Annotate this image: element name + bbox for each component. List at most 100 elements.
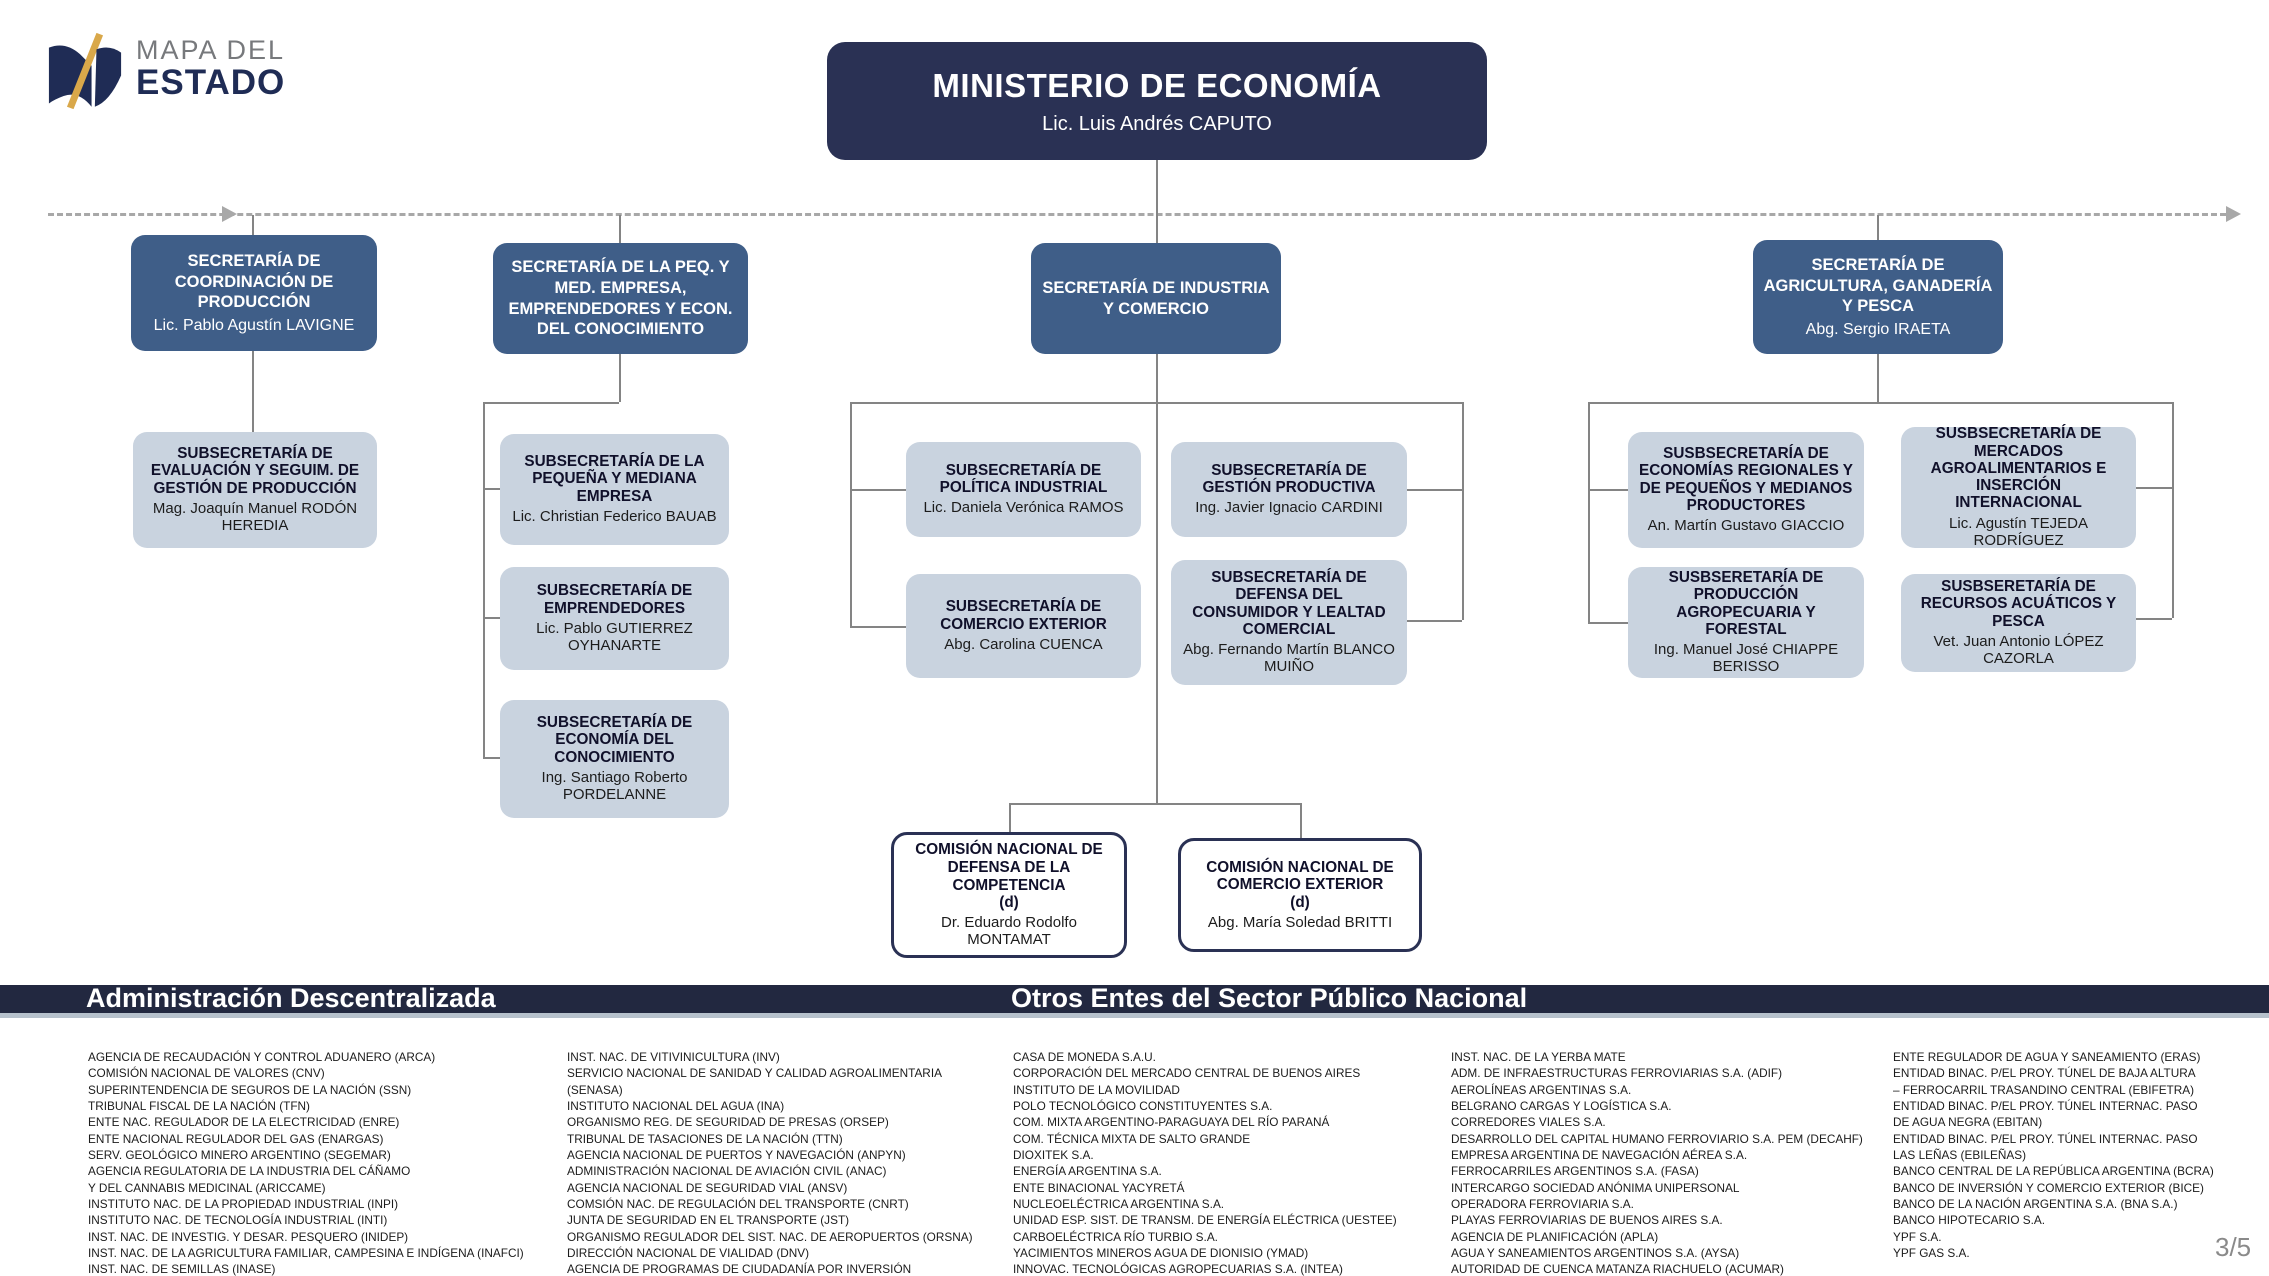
list-item: DE AGUA NEGRA (EBITAN) (1893, 1115, 2043, 1130)
org-box-secretaria-agricultura: SECRETARÍA DE AGRICULTURA, GANADERÍA Y P… (1753, 240, 2003, 354)
org-box-subsecretaria: SUSBSECRETARÍA DE MERCADOS AGROALIMENTAR… (1901, 425, 2136, 549)
entity-list-column: ENTE REGULADOR DE AGUA Y SANEAMIENTO (ER… (1893, 1049, 2253, 1261)
org-box-subsecretaria: SUBSECRETARÍA DE GESTIÓN PRODUCTIVA Ing.… (1171, 442, 1407, 537)
org-box-holder: Vet. Juan Antonio LÓPEZ CAZORLA (1933, 632, 2104, 667)
connector-line (2136, 618, 2172, 620)
org-box-title: SECRETARÍA DE LA PEQ. Y MED. EMPRESA, EM… (508, 258, 733, 339)
arrow-right-icon (222, 206, 237, 222)
list-item: BANCO HIPOTECARIO S.A. (1893, 1213, 2046, 1228)
list-item: INSTITUTO NACIONAL DEL AGUA (INA) (567, 1099, 785, 1114)
org-box-holder: Ing. Santiago Roberto PORDELANNE (541, 768, 688, 803)
list-item: COM. TÉCNICA MIXTA DE SALTO GRANDE (1013, 1131, 1251, 1146)
connector-line (483, 402, 619, 404)
org-box-title: SUBSECRETARÍA DE COMERCIO EXTERIOR (940, 598, 1107, 633)
connector-line (1877, 354, 1879, 402)
org-box-holder: Lic. Christian Federico BAUAB (512, 507, 717, 525)
list-item: BANCO CENTRAL DE LA REPÚBLICA ARGENTINA … (1893, 1164, 2214, 1179)
connector-line (252, 215, 254, 235)
list-item: DESARROLLO DEL CAPITAL HUMANO FERROVIARI… (1451, 1131, 1863, 1146)
list-item: YPF GAS S.A. (1893, 1246, 1970, 1261)
connector-line (483, 757, 500, 759)
list-item: COM. MIXTA ARGENTINO-PARAGUAYA DEL RÍO P… (1013, 1115, 1330, 1130)
list-item: ORGANISMO REG. DE SEGURIDAD DE PRESAS (O… (567, 1115, 889, 1130)
list-item: ENTE REGULADOR DE AGUA Y SANEAMIENTO (ER… (1893, 1050, 2201, 1064)
list-item: INSTITUTO NAC. DE LA PROPIEDAD INDUSTRIA… (88, 1197, 399, 1212)
section-band (0, 985, 2269, 1013)
arrow-right-icon (2226, 206, 2241, 222)
org-box-title: SUSBSERETARÍA DE RECURSOS ACUÁTICOS Y PE… (1920, 578, 2117, 630)
list-item: COMISIÓN NACIONAL DE VALORES (CNV) (88, 1066, 325, 1081)
org-box-annotation: (d) (1290, 894, 1310, 912)
list-item: ENTE BINACIONAL YACYRETÁ (1013, 1180, 1185, 1195)
list-item: ORGANISMO REGULADOR DEL SIST. NAC. DE AE… (567, 1229, 973, 1244)
connector-line (850, 402, 852, 626)
list-item: POLO TECNOLÓGICO CONSTITUYENTES S.A. (1013, 1099, 1273, 1114)
list-item: YPF S.A. (1893, 1229, 1942, 1244)
connector-line (1009, 803, 1300, 805)
connector-line (850, 626, 906, 628)
list-item: – FERROCARRIL TRASANDINO CENTRAL (EBIFET… (1893, 1082, 2195, 1097)
list-item: CORREDORES VIALES S.A. (1451, 1115, 1606, 1130)
connector-line (2136, 487, 2172, 489)
org-box-holder: Abg. Carolina CUENCA (944, 635, 1103, 653)
org-box-holder: Dr. Eduardo Rodolfo MONTAMAT (941, 914, 1077, 949)
org-box-secretaria-pyme: SECRETARÍA DE LA PEQ. Y MED. EMPRESA, EM… (493, 243, 748, 354)
org-box-title: SECRETARÍA DE AGRICULTURA, GANADERÍA Y P… (1763, 255, 1993, 316)
list-item: AUTORIDAD DE CUENCA MATANZA RIACHUELO (A… (1451, 1262, 1784, 1276)
list-item: JUNTA DE SEGURIDAD EN EL TRANSPORTE (JST… (567, 1213, 850, 1228)
logo-line-2: ESTADO (136, 62, 286, 102)
mapa-del-estado-logo: MAPA DEL ESTADO (44, 28, 285, 110)
list-item: INST. NAC. DE INVESTIG. Y DESAR. PESQUER… (88, 1229, 409, 1244)
connector-line (619, 215, 621, 243)
list-item: YACIMIENTOS MINEROS AGUA DE DIONISIO (YM… (1013, 1246, 1309, 1261)
list-item: AGENCIA DE PROGRAMAS DE CIUDADANÍA POR I… (567, 1262, 912, 1276)
connector-line (252, 351, 254, 432)
list-item: AGENCIA REGULATORIA DE LA INDUSTRIA DEL … (88, 1164, 411, 1179)
list-item: INTERCARGO SOCIEDAD ANÓNIMA UNIPERSONAL (1451, 1180, 1740, 1195)
org-box-title: SECRETARÍA DE COORDINACIÓN DE PRODUCCIÓN (174, 251, 334, 312)
list-item: BANCO DE LA NACIÓN ARGENTINA S.A. (BNA S… (1893, 1197, 2178, 1212)
connector-line (483, 488, 500, 490)
org-box-title: SECRETARÍA DE INDUSTRIA Y COMERCIO (1042, 278, 1270, 318)
list-item: (SENASA) (567, 1082, 623, 1097)
list-item: BELGRANO CARGAS Y LOGÍSTICA S.A. (1451, 1099, 1672, 1114)
list-item: INNOVAC. TECNOLÓGICAS AGROPECUARIAS S.A.… (1013, 1262, 1343, 1276)
list-item: AGENCIA NACIONAL DE SEGURIDAD VIAL (ANSV… (567, 1180, 848, 1195)
list-item: ENTE NACIONAL REGULADOR DEL GAS (ENARGAS… (88, 1131, 384, 1146)
connector-line (1156, 215, 1158, 243)
list-item: TRIBUNAL DE TASACIONES DE LA NACIÓN (TTN… (567, 1131, 843, 1146)
list-item: ENTIDAD BINAC. P/EL PROY. TÚNEL DE BAJA … (1893, 1066, 2196, 1081)
list-item: ENTIDAD BINAC. P/EL PROY. TÚNEL INTERNAC… (1893, 1131, 2198, 1146)
entity-list-column: INST. NAC. DE VITIVINICULTURA (INV)SERVI… (567, 1049, 1007, 1276)
list-item: AGUA Y SANEAMIENTOS ARGENTINOS S.A. (AYS… (1451, 1246, 1740, 1261)
org-box-title: SUSBSERETARÍA DE PRODUCCIÓN AGROPECUARIA… (1668, 569, 1824, 638)
org-box-secretaria-coordinacion: SECRETARÍA DE COORDINACIÓN DE PRODUCCIÓN… (131, 235, 377, 351)
page-number: 3/5 (2215, 1232, 2252, 1262)
list-item: SERVICIO NACIONAL DE SANIDAD Y CALIDAD A… (567, 1066, 942, 1081)
list-item: CORPORACIÓN DEL MERCADO CENTRAL DE BUENO… (1013, 1066, 1361, 1081)
list-item: Y DEL CANNABIS MEDICINAL (ARICCAME) (88, 1180, 326, 1195)
org-box-holder: Lic. Pablo Agustín LAVIGNE (153, 316, 355, 334)
section-band-strip (0, 1013, 2269, 1018)
list-item: AEROLÍNEAS ARGENTINAS S.A. (1451, 1082, 1632, 1097)
org-box-holder: Ing. Manuel José CHIAPPE BERISSO (1653, 641, 1839, 676)
org-box-holder: Lic. Pablo GUTIERREZ OYHANARTE (536, 619, 693, 654)
org-box-title: SUBSECRETARÍA DE EMPRENDEDORES (536, 582, 693, 617)
org-box-subsecretaria: SUBSECRETARÍA DE EMPRENDEDORES Lic. Pabl… (500, 567, 729, 670)
list-item: FERROCARRILES ARGENTINOS S.A. (FASA) (1451, 1164, 1699, 1179)
org-box-title: SUBSECRETARÍA DE DEFENSA DEL CONSUMIDOR … (1192, 569, 1386, 638)
list-item: UNIDAD ESP. SIST. DE TRANSM. DE ENERGÍA … (1013, 1213, 1397, 1228)
connector-line (1877, 215, 1879, 240)
entity-list-column: AGENCIA DE RECAUDACIÓN Y CONTROL ADUANER… (88, 1049, 558, 1276)
org-box-ministerio: MINISTERIO DE ECONOMÍA Lic. Luis Andrés … (827, 42, 1487, 160)
org-box-holder: An. Martín Gustavo GIACCIO (1647, 517, 1845, 535)
list-item: AGENCIA DE PLANIFICACIÓN (APLA) (1451, 1229, 1659, 1244)
list-item: TRIBUNAL FISCAL DE LA NACIÓN (TFN) (88, 1099, 310, 1114)
list-item: SERV. GEOLÓGICO MINERO ARGENTINO (SEGEMA… (88, 1148, 391, 1163)
org-box-holder: Abg. Sergio IRAETA (1805, 320, 1951, 338)
connector-line (850, 402, 1462, 404)
org-box-holder: Abg. Fernando Martín BLANCO MUIÑO (1183, 641, 1395, 676)
org-box-title: SUBSECRETARÍA DE LA PEQUEÑA Y MEDIANA EM… (524, 453, 705, 505)
org-box-title: SUSBSECRETARÍA DE ECONOMÍAS REGIONALES Y… (1639, 444, 1853, 514)
